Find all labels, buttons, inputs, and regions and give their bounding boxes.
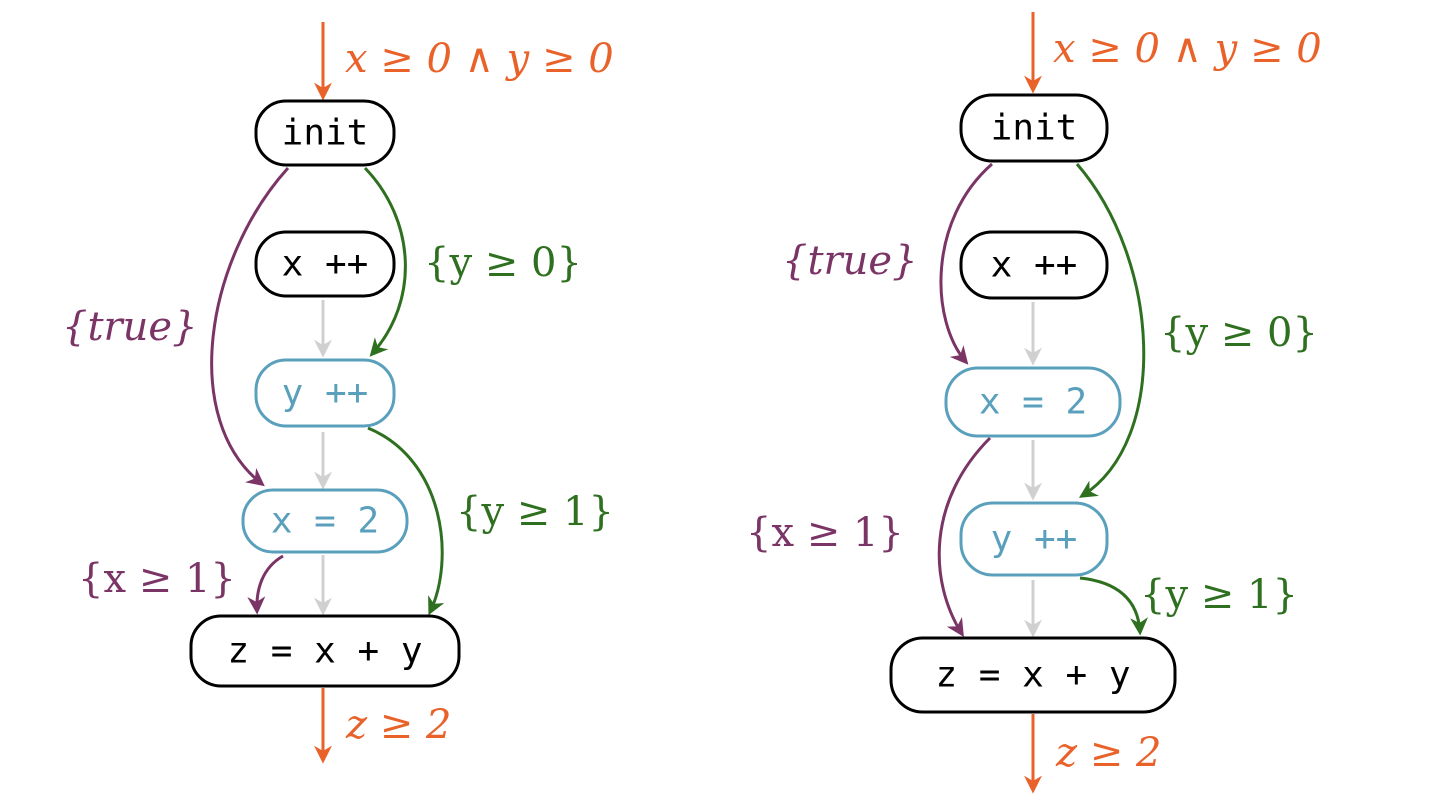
right-node-xinc: x ++ — [959, 230, 1109, 300]
left-edge-yinc-zassign — [367, 426, 445, 616]
right-edge-init-xassign — [939, 162, 993, 365]
left-node-zassign-label: z = x + y — [227, 631, 422, 672]
right-node-init: init — [959, 93, 1109, 163]
right-label-true-text: {true} — [782, 238, 918, 284]
right-label-y1: {y ≥ 1} — [1140, 572, 1298, 618]
right-postcondition: z ≥ 2 — [1055, 730, 1161, 776]
left-edge-xassign-zassign — [247, 554, 284, 615]
right-label-y0: {y ≥ 0} — [1160, 310, 1318, 356]
left-label-y1: {y ≥ 1} — [456, 489, 614, 535]
left-node-xassign-label: x = 2 — [271, 501, 379, 542]
right-node-yinc-label: y ++ — [991, 519, 1078, 560]
right-edge-xassign-zassign — [937, 436, 992, 638]
left-label-y0: {y ≥ 0} — [424, 240, 582, 286]
right-precondition: x ≥ 0 ∧ y ≥ 0 — [1053, 26, 1322, 72]
right-node-zassign-label: z = x + y — [935, 655, 1130, 696]
left-label-true-text: {true} — [62, 304, 198, 350]
left-postcondition: z ≥ 2 — [345, 702, 451, 748]
left-node-yinc: y ++ — [254, 358, 396, 428]
left-node-yinc-label: y ++ — [282, 373, 369, 414]
right-edge-yinc-zassign — [1079, 576, 1149, 636]
right-label-true: {true} — [782, 238, 918, 284]
left-diagram: x ≥ 0 ∧ y ≥ 0 {true} {x ≥ 1} {y ≥ 0} {y … — [62, 22, 614, 764]
right-node-xassign: x = 2 — [944, 366, 1122, 438]
right-node-xassign-label: x = 2 — [979, 382, 1087, 423]
right-edge-init-yinc — [1075, 163, 1146, 498]
left-node-xassign: x = 2 — [241, 488, 409, 554]
right-label-x1: {x ≥ 1} — [746, 510, 904, 556]
right-node-xinc-label: x ++ — [991, 245, 1078, 286]
right-node-init-label: init — [991, 108, 1078, 149]
left-edge-init-yinc — [363, 166, 407, 357]
left-node-init-label: init — [282, 113, 369, 154]
left-label-true: {true} — [62, 304, 198, 350]
left-edge-init-xassign — [210, 166, 290, 487]
left-label-x1: {x ≥ 1} — [78, 556, 236, 602]
left-node-xinc: x ++ — [254, 230, 396, 298]
left-precondition: x ≥ 0 ∧ y ≥ 0 — [345, 36, 614, 82]
right-node-yinc: y ++ — [959, 501, 1109, 577]
left-node-xinc-label: x ++ — [282, 244, 369, 285]
left-node-zassign: z = x + y — [189, 614, 461, 688]
left-node-init: init — [254, 99, 396, 167]
right-diagram: x ≥ 0 ∧ y ≥ 0 {true} {x ≥ 1} {y ≥ 0} {y … — [746, 12, 1322, 794]
right-node-zassign: z = x + y — [889, 636, 1177, 714]
